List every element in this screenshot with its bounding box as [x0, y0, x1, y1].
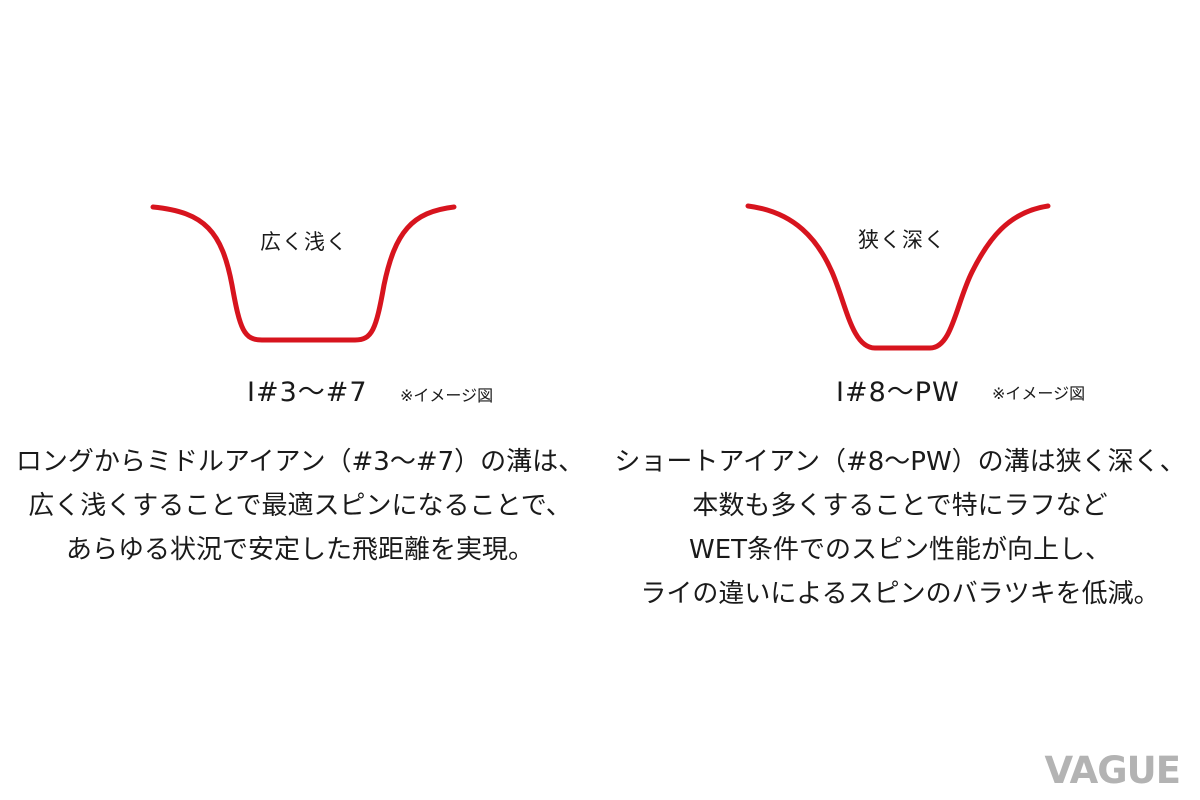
- description-line: ライの違いによるスピンのバラツキを低減。: [640, 579, 1160, 609]
- narrow-deep-groove-profile: [745, 203, 1051, 351]
- groove-description: ショートアイアン（#8〜PW）の溝は狭く深く、 本数も多くすることで特にラフなど…: [600, 440, 1200, 616]
- groove-description: ロングからミドルアイアン（#3〜#7）の溝は、 広く浅くすることで最適スピンにな…: [0, 440, 600, 572]
- description-line: ロングからミドルアイアン（#3〜#7）の溝は、: [15, 447, 585, 477]
- description-line: ショートアイアン（#8〜PW）の溝は狭く深く、: [614, 447, 1186, 477]
- image-note: ※イメージ図: [992, 384, 1086, 403]
- wide-shallow-groove-profile: [150, 204, 457, 343]
- groove-diagram-wide-shallow: 広く浅く I#3〜#7 ※イメージ図 ロングからミドルアイアン（#3〜#7）の溝…: [0, 204, 600, 572]
- description-line: あらゆる状況で安定した飛距離を実現。: [65, 535, 534, 565]
- club-range-label: I#8〜PW: [836, 377, 960, 408]
- description-line: 広く浅くすることで最適スピンになることで、: [28, 491, 572, 521]
- groove-diagram-narrow-deep: 狭く深く I#8〜PW ※イメージ図 ショートアイアン（#8〜PW）の溝は狭く深…: [600, 0, 1200, 800]
- logo-text: VAGUE: [1045, 749, 1180, 788]
- description-line: WET条件でのスピン性能が向上し、: [688, 535, 1112, 565]
- image-note: ※イメージ図: [400, 386, 494, 405]
- description-line: 本数も多くすることで特にラフなど: [692, 491, 1108, 521]
- vague-logo: VAGUE: [1045, 749, 1181, 788]
- groove-label: 狭く深く: [858, 228, 946, 252]
- club-range-label: I#3〜#7: [247, 377, 368, 408]
- groove-label: 広く浅く: [260, 230, 348, 254]
